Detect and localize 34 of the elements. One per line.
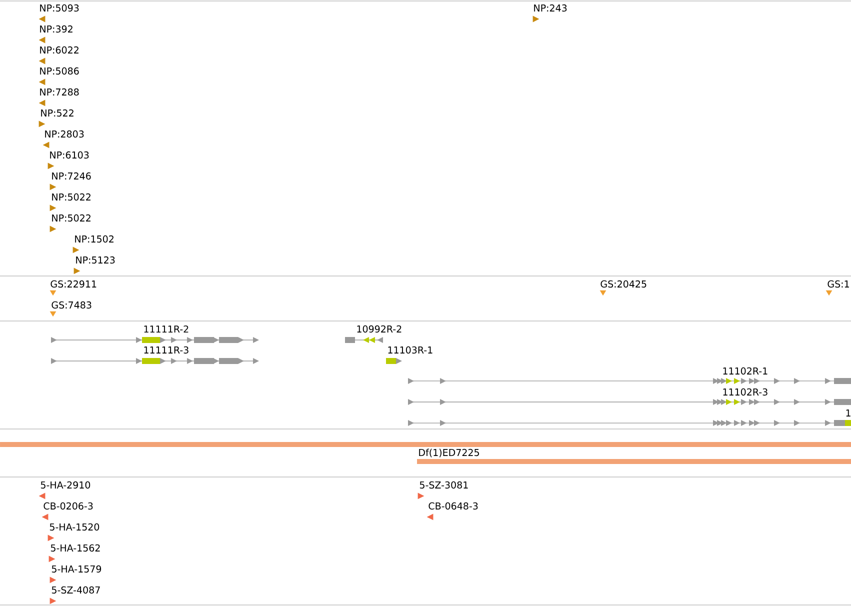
feature-label: GS:20425 (600, 280, 646, 288)
feature-label: NP:6022 (40, 46, 78, 54)
feature-label: 11103R-1 (388, 346, 432, 354)
feature-label: 11102R-3 (723, 388, 768, 396)
feature-label: 5-SZ-4087 (52, 586, 100, 594)
feature-label: CB-0648-3 (428, 502, 478, 510)
feature-label: NP:5086 (40, 67, 79, 75)
feature-label: GS:1 (828, 280, 849, 288)
feature-label: 10992R-2 (357, 325, 402, 333)
feature-label: NP:7246 (52, 172, 91, 180)
feature-label: NP:1502 (75, 235, 114, 243)
feature-label: 5-HA-2910 (40, 481, 90, 489)
feature-label: Df(1)ED7225 (419, 448, 479, 458)
feature-label: NP:5123 (76, 256, 115, 264)
feature-label: NP:5022 (52, 214, 90, 222)
feature-label: 5-SZ-3081 (420, 481, 468, 489)
feature-label: NP:6103 (50, 151, 89, 159)
feature-label: NP:243 (534, 4, 567, 12)
feature-label: GS:22911 (50, 280, 96, 288)
feature-label: 5-HA-1520 (50, 523, 100, 531)
feature-label: NP:5022 (52, 193, 90, 201)
feature-label: 5-HA-1579 (52, 565, 102, 573)
feature-label: NP:392 (40, 25, 72, 33)
feature-label: 11111R-3 (144, 346, 188, 354)
feature-label: 11111R-2 (144, 325, 188, 332)
feature-label: NP:7288 (40, 88, 79, 96)
feature-label: 5-HA-1562 (50, 544, 100, 552)
feature-label: 1 (846, 410, 850, 416)
feature-label: CB-0206-3 (44, 502, 93, 510)
feature-label: NP:2803 (45, 130, 84, 138)
feature-label: 11102R-1 (723, 367, 768, 375)
feature-label: NP:5093 (40, 4, 79, 12)
feature-label: NP:522 (41, 109, 74, 117)
feature-label: GS:7483 (52, 301, 92, 309)
